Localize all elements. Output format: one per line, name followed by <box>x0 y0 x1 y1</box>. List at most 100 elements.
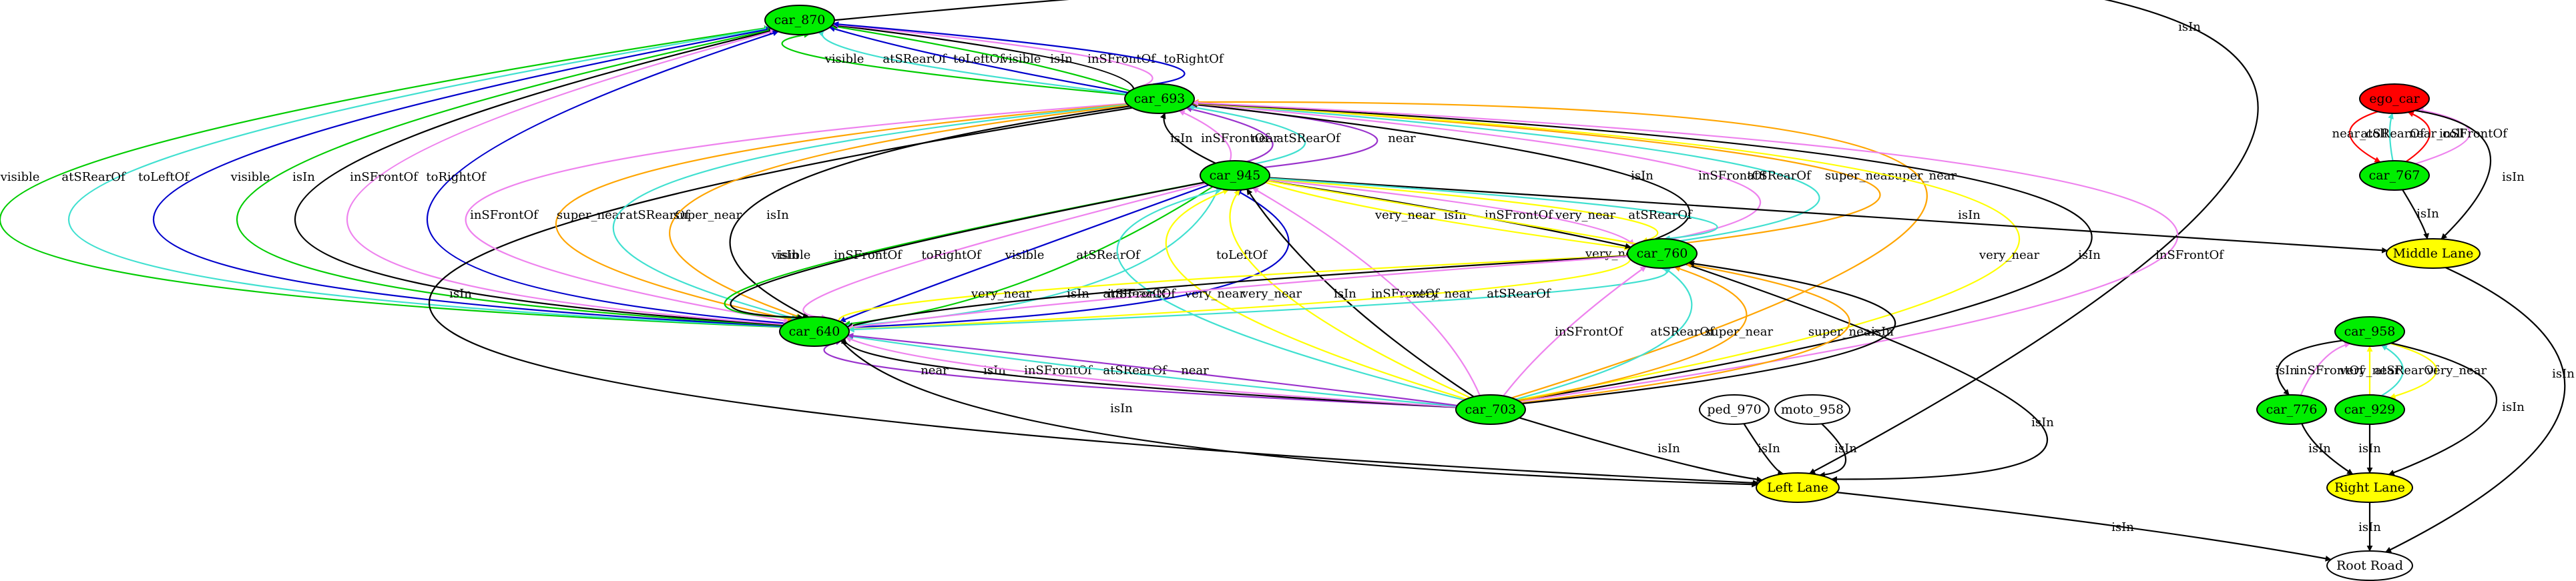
edge-label: inSFrontOf <box>1087 52 1156 66</box>
edge-label: toLeftOf <box>953 52 1005 66</box>
edge-car_703-car_640: atSRearOf <box>846 334 1457 407</box>
edge-line <box>1160 112 1216 164</box>
edge-car_767-middle_lane: isIn <box>2402 189 2439 240</box>
edge-label: isIn <box>2078 248 2101 262</box>
node-label: ego_car <box>2369 91 2420 106</box>
node-ellipse <box>2386 238 2481 269</box>
edge-car_767-ego_car: near_coll <box>2405 111 2465 163</box>
edge-line <box>1519 417 1763 483</box>
edge-car_929-car_958: very_near <box>2339 346 2400 395</box>
edge-car_760-car_640: very_near <box>838 255 1628 326</box>
edge-car_703-car_693: isIn <box>1192 100 2101 402</box>
edge-label: isIn <box>2178 20 2201 34</box>
edge-label: isIn <box>449 287 472 301</box>
edge-label: very_near <box>1374 208 1436 222</box>
edge-label: isIn <box>292 170 315 184</box>
edge-label: near <box>1251 131 1279 145</box>
edge-car_760-car_640: isIn <box>846 255 1628 329</box>
edge-label: near <box>1388 131 1416 145</box>
node-ellipse <box>1200 160 1270 191</box>
edge-car_958-car_929: very_near <box>2389 342 2487 400</box>
edge-label: very_near <box>1979 248 2040 262</box>
edge-car_776-car_958: inSFrontOf <box>2296 342 2364 396</box>
edge-ego_car-middle_lane: isIn <box>2414 109 2525 240</box>
edge-line <box>1192 99 1881 244</box>
edge-label: visible <box>230 170 270 184</box>
edge-car_703-car_640: near <box>847 332 1458 406</box>
edge-line <box>1191 101 1691 240</box>
edge-label: visible <box>771 248 811 262</box>
edge-label: isIn <box>1110 402 1133 416</box>
node-ellipse <box>764 5 835 35</box>
node-label: ped_970 <box>1707 402 1761 417</box>
edge-line <box>2349 111 2381 163</box>
node-ellipse <box>1124 83 1195 114</box>
edge-car_945-car_760: atSRearOf <box>1268 177 1718 241</box>
node-label: car_870 <box>774 13 826 27</box>
edge-label: inSFrontOf <box>1201 131 1270 145</box>
edge-line <box>428 107 1759 486</box>
edge-label: super_near <box>557 208 625 222</box>
edge-line <box>845 336 1457 408</box>
edge-car_703-car_760: inSFrontOf <box>1503 265 1647 397</box>
edge-line <box>847 332 1458 406</box>
node-moto-958: moto_958 <box>1774 394 1850 425</box>
edge-label: atSRearOf <box>1487 287 1551 301</box>
edge-line <box>1265 181 1631 251</box>
edge-car_640-car_870: toLeftOf <box>138 27 782 327</box>
edge-line <box>2380 344 2404 397</box>
edge-label: very_near <box>2339 364 2400 378</box>
edge-line <box>1252 187 1481 396</box>
edge-line <box>839 184 1210 323</box>
edge-car_945-car_693: atSRearOf <box>1188 104 1341 165</box>
node-left-lane: Left Lane <box>1756 472 1840 503</box>
node-label: Left Lane <box>1767 480 1828 495</box>
node-ellipse <box>1774 394 1850 425</box>
edge-label: toLeftOf <box>138 170 190 184</box>
edge-ped_970-left_lane: isIn <box>1743 423 1784 476</box>
node-label: moto_958 <box>1781 402 1844 417</box>
edge-line <box>1836 492 2332 562</box>
edge-car_693-car_870: isIn <box>832 22 1135 89</box>
edge-label: isIn <box>1758 442 1780 456</box>
edge-car_760-left_lane: isIn <box>1686 263 2054 482</box>
edge-car_693-left_lane: isIn <box>428 107 1759 486</box>
edge-line <box>1186 106 1274 163</box>
edge-car_767-ego_car: atSRearOf <box>2360 113 2425 161</box>
edge-label: visible <box>1005 248 1045 262</box>
edge-car_703-car_760: atSRearOf <box>1515 267 1715 400</box>
edge-label: isIn <box>1631 169 1653 183</box>
edge-line <box>1521 261 1850 404</box>
edge-car_870-left_lane: isIn <box>834 0 2259 474</box>
edge-line <box>2276 340 2343 396</box>
node-car-767: car_767 <box>2359 160 2430 191</box>
node-ellipse <box>1627 238 1698 269</box>
edge-car_767-ego_car: inSFrontOf <box>2415 107 2508 165</box>
edge-label: isIn <box>1958 208 1981 222</box>
edge-label: very_near <box>1241 287 1302 301</box>
edge-line <box>2414 109 2491 240</box>
edge-line <box>2402 189 2430 240</box>
edge-car_945-car_760: inSFrontOf <box>1268 179 1635 246</box>
node-ellipse <box>2334 316 2405 347</box>
edge-car_945-car_693: near <box>1186 106 1279 163</box>
edge-line <box>828 26 1128 93</box>
edge-car_945-car_640: isIn <box>730 181 1205 321</box>
edge-line <box>427 30 786 324</box>
edge-car_640-left_lane: isIn <box>840 340 1758 488</box>
edge-label: very_near <box>1411 287 1473 301</box>
edge-line <box>1268 177 1718 241</box>
edge-line <box>846 334 1457 407</box>
edge-line <box>555 103 1127 322</box>
node-car-760: car_760 <box>1627 238 1698 269</box>
edge-car_693-car_870: inSFrontOf <box>832 21 1156 87</box>
edge-middle_lane-root_road: isIn <box>2385 267 2575 553</box>
edge-car_640-car_870: inSFrontOf <box>346 29 784 326</box>
edge-line <box>236 27 783 326</box>
edge-car_958-car_776: isIn <box>2275 340 2343 396</box>
edge-line <box>1268 179 1635 246</box>
node-label: car_640 <box>789 324 840 339</box>
edge-line <box>730 181 1205 321</box>
